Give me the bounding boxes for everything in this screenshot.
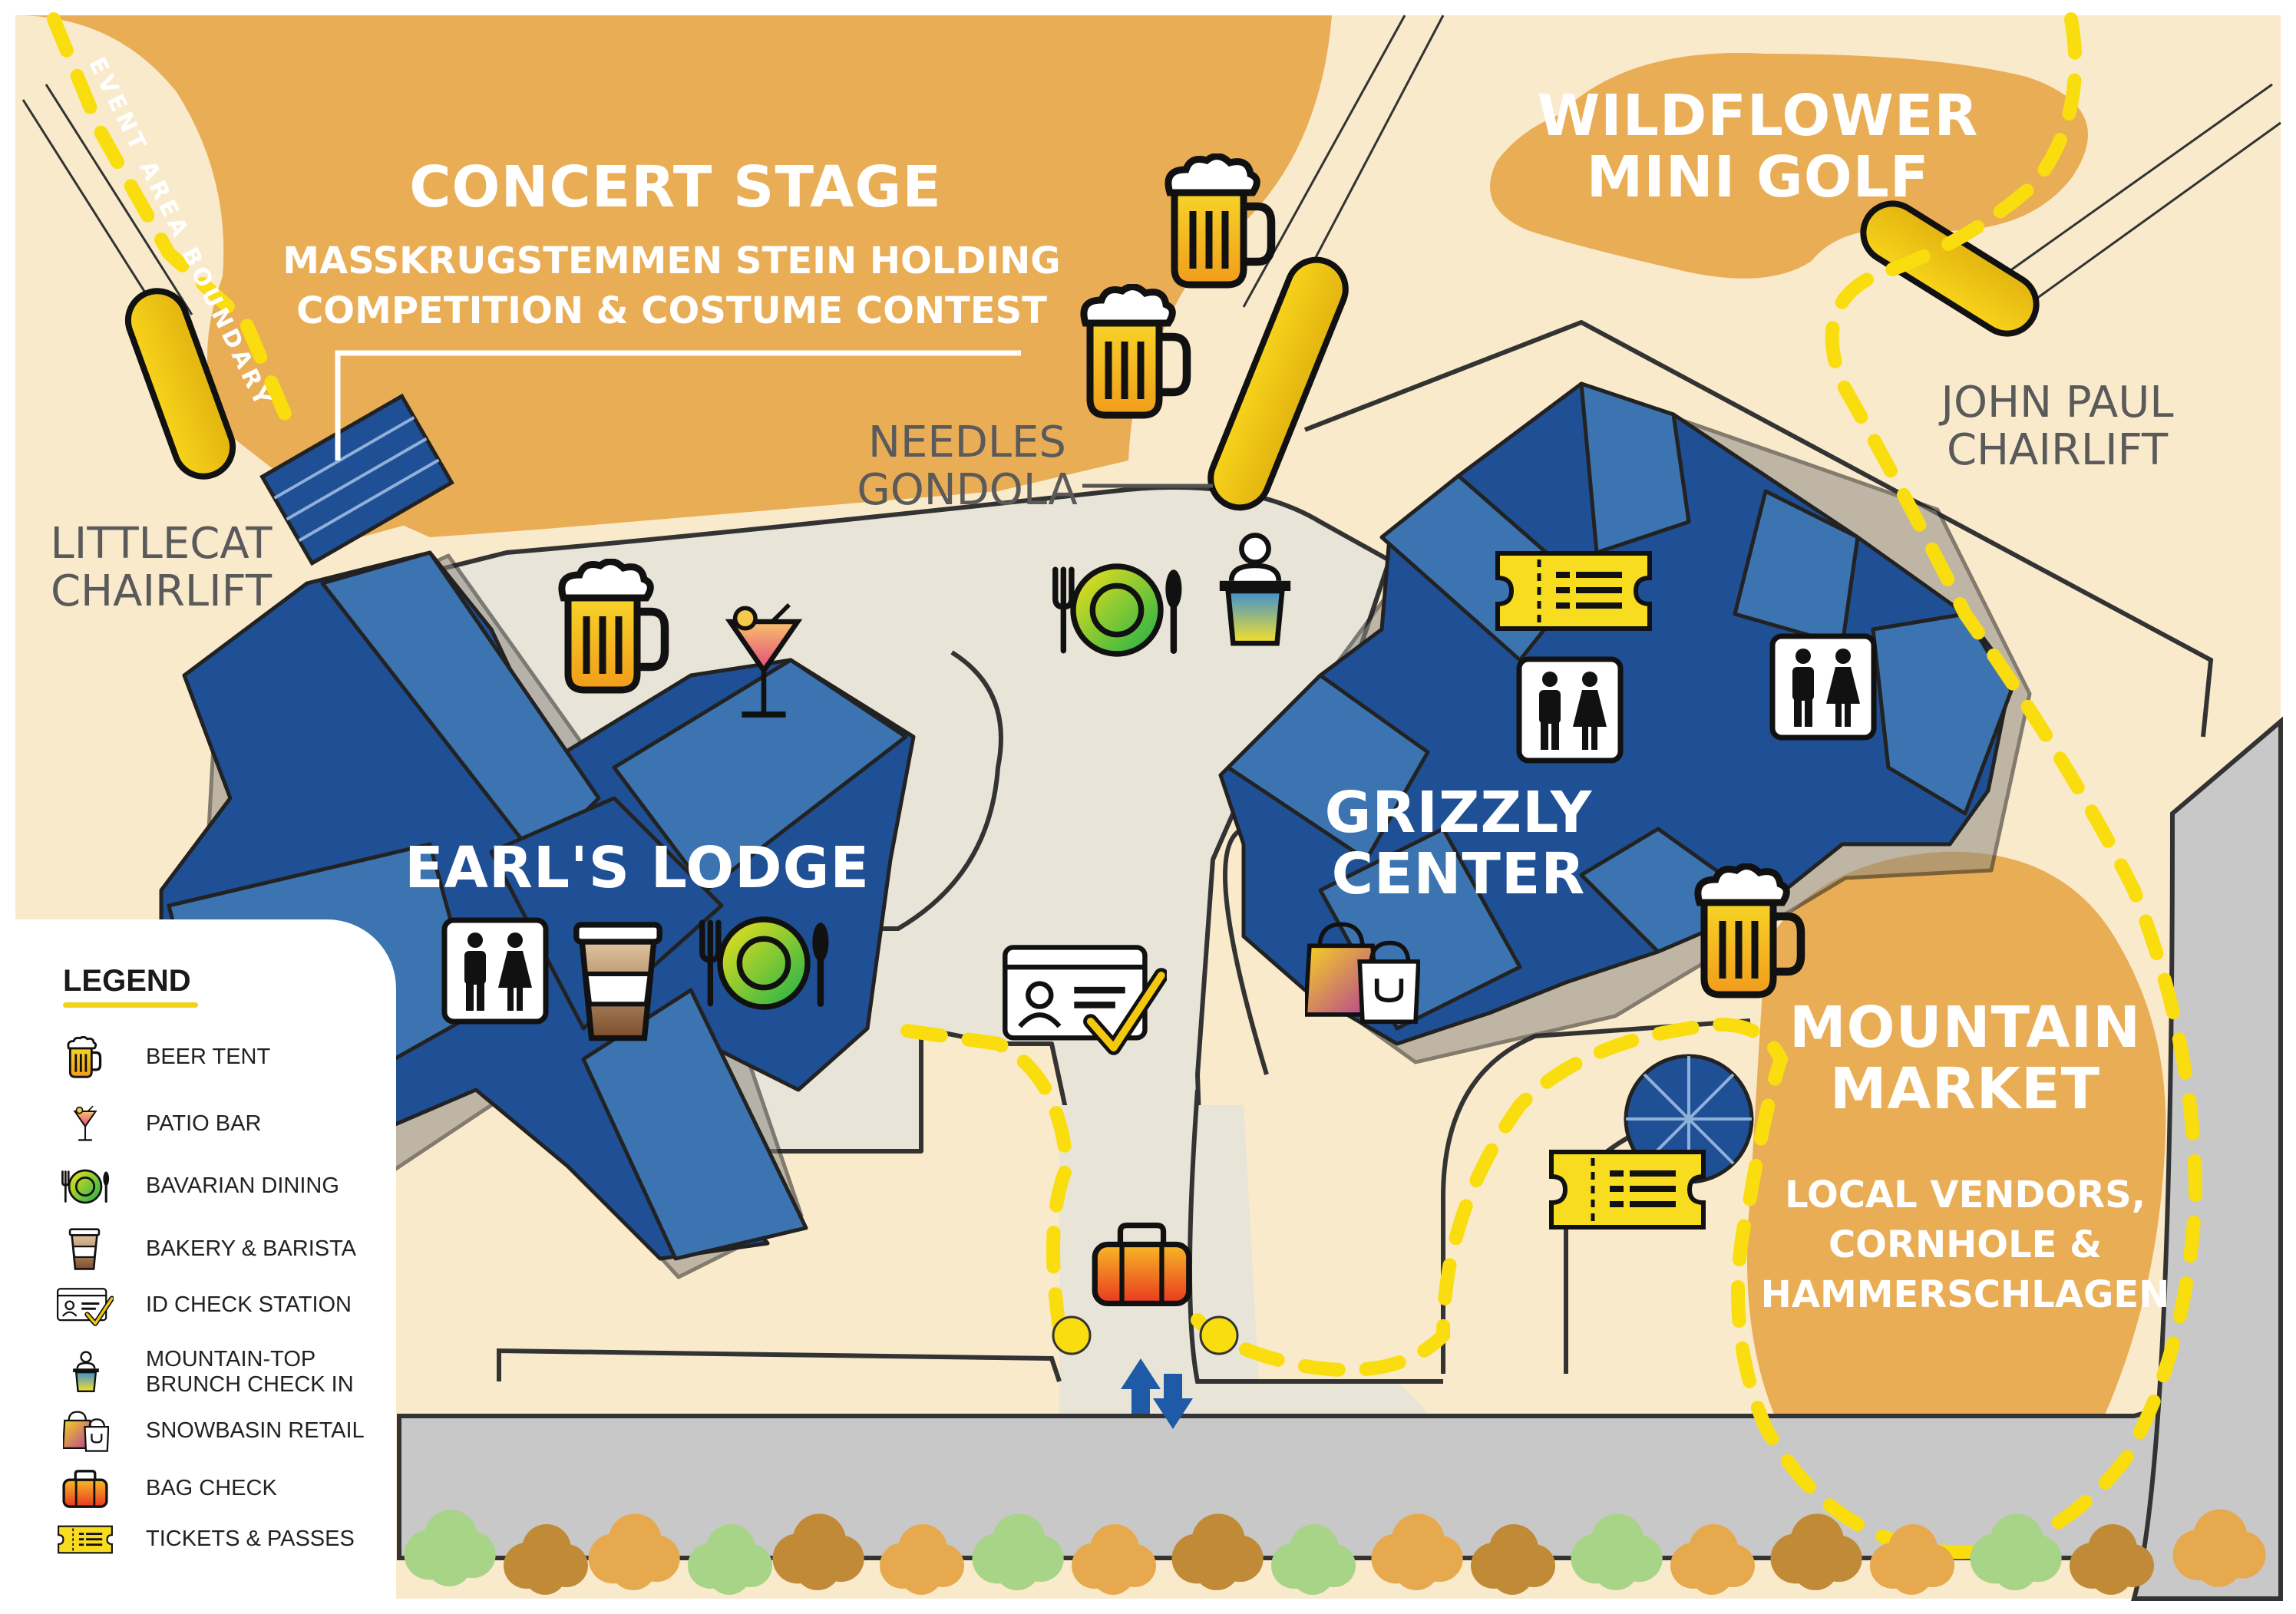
concert-stage-sublabel: MASSKRUGSTEMMEN STEIN HOLDING COMPETITIO…	[282, 239, 1061, 332]
wildflower-label: WILDFLOWER MINI GOLF	[1537, 83, 1979, 210]
mountain-market-area	[1747, 851, 2166, 1543]
entry-arrows-icon	[1121, 1358, 1193, 1429]
legend-item-label: SNOWBASIN RETAIL	[146, 1418, 365, 1444]
wildflower-area	[1490, 53, 2088, 279]
needles-terminal	[1207, 256, 1349, 511]
plaza-south	[1059, 1105, 1428, 1458]
legend-item-retail: SNOWBASIN RETAIL	[55, 1408, 393, 1454]
legend-item-patio-bar: PATIO BAR	[55, 1101, 393, 1147]
littlecat-terminal	[124, 288, 236, 480]
plate-cutlery-icon	[61, 1169, 111, 1204]
ticket-icon	[1551, 1152, 1703, 1227]
id-check-icon	[55, 1282, 114, 1328]
mountain-market-label: MOUNTAIN MARKET	[1789, 995, 2142, 1122]
legend-item-label: TICKETS & PASSES	[146, 1527, 355, 1552]
cocktail-icon	[73, 1104, 97, 1141]
coffee-cup-icon	[68, 1228, 101, 1270]
restroom-icon	[1519, 659, 1620, 761]
duffel-bag-icon	[62, 1470, 108, 1508]
john-paul-terminal	[1860, 200, 2040, 337]
id-check-icon	[1005, 947, 1161, 1048]
legend-item-label: PATIO BAR	[146, 1111, 262, 1137]
legend-item-label: BAVARIAN DINING	[146, 1173, 339, 1199]
concert-stage-label: CONCERT STAGE	[409, 154, 942, 220]
legend-item-label: ID CHECK STATION	[146, 1292, 352, 1318]
legend-item-bakery-barista: BAKERY & BARISTA	[55, 1226, 393, 1272]
shopping-bags-icon	[63, 1411, 109, 1452]
ticket-icon	[58, 1525, 113, 1554]
needles-label: NEEDLES GONDOLA	[857, 418, 1078, 515]
coffee-cup-icon	[576, 925, 659, 1038]
ticket-icon	[1498, 553, 1650, 629]
brunch-host-icon	[71, 1351, 101, 1393]
legend-item-bavarian-dining: BAVARIAN DINING	[55, 1163, 393, 1210]
legend-item-label: BAG CHECK	[146, 1476, 277, 1501]
legend-title: LEGEND	[63, 964, 191, 998]
entry-dot-right	[1199, 1315, 1239, 1355]
earls-lodge-label: EARL'S LODGE	[405, 835, 870, 901]
restroom-icon	[1772, 636, 1874, 738]
legend-item-beer-tent: BEER TENT	[55, 1035, 393, 1081]
legend-item-bag-check: BAG CHECK	[55, 1466, 393, 1512]
stage-structure	[259, 393, 454, 566]
john-paul-label: JOHN PAUL CHAIRLIFT	[1941, 378, 2174, 475]
legend-item-brunch-check-in: MOUNTAIN-TOP BRUNCH CHECK IN	[55, 1346, 393, 1397]
beer-mug-icon	[67, 1036, 102, 1078]
legend-item-tickets: TICKETS & PASSES	[55, 1517, 393, 1563]
legend-item-label: BAKERY & BARISTA	[146, 1236, 356, 1262]
grizzly-center-label: GRIZZLY CENTER	[1324, 780, 1593, 907]
littlecat-label: LITTLECAT CHAIRLIFT	[50, 519, 273, 616]
concert-stage-area-main	[253, 15, 1332, 537]
legend-item-label: MOUNTAIN-TOP BRUNCH CHECK IN	[146, 1346, 354, 1397]
legend-item-id-check: ID CHECK STATION	[55, 1282, 393, 1328]
restroom-icon	[444, 920, 546, 1022]
mountain-market-sublabel: LOCAL VENDORS, CORNHOLE & HAMMERSCHLAGEN	[1760, 1173, 2170, 1316]
grizzly-center-building	[1218, 381, 2032, 1064]
entry-dot-left	[1052, 1315, 1092, 1355]
stage-leader	[335, 350, 1021, 460]
legend-underline	[63, 1002, 198, 1008]
legend-item-label: BEER TENT	[146, 1045, 271, 1070]
legend-panel: LEGEND BEER TENT PATIO BAR BAVARIAN DINI…	[15, 919, 396, 1603]
